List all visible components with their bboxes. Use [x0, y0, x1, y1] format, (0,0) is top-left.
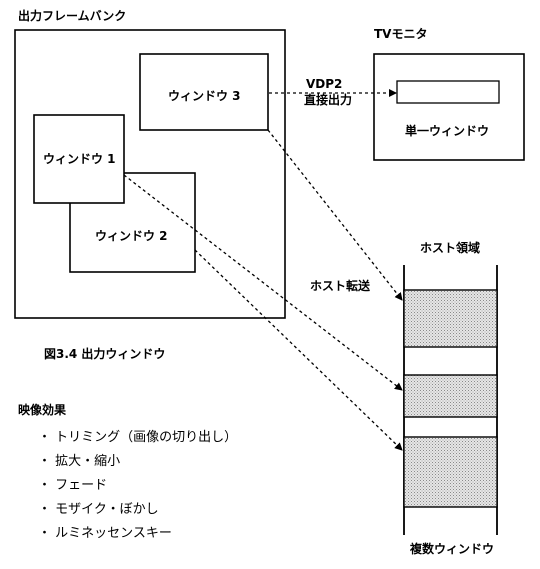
host-block-2 [403, 374, 498, 418]
effect-item: ・ ルミネッセンスキー [38, 526, 172, 541]
window-3-box [139, 53, 269, 131]
multi-window-label: 複数ウィンドウ [409, 541, 494, 556]
transfer-arrow-window-1 [123, 174, 403, 391]
single-window-rect [396, 80, 500, 104]
host-transfer-label: ホスト転送 [310, 278, 371, 293]
transfer-arrow-window-3 [267, 129, 403, 301]
host-block-1 [403, 289, 498, 348]
window-3-label: ウィンドウ 3 [168, 89, 241, 103]
window-1-box [33, 114, 125, 204]
single-window-label: 単一ウィンドウ [405, 123, 489, 138]
effect-item: ・ トリミング（画像の切り出し） [38, 430, 237, 445]
frame-bank-title: 出力フレームバンク [18, 8, 126, 23]
effect-item: ・ フェード [38, 478, 107, 493]
host-block-3 [403, 436, 498, 508]
effects-heading: 映像効果 [18, 402, 66, 417]
direct-output-label: 直接出力 [304, 92, 352, 107]
effect-item: ・ モザイク・ぼかし [38, 502, 159, 517]
effect-item: ・ 拡大・縮小 [38, 453, 120, 469]
vdp2-label: VDP2 [306, 77, 342, 91]
tv-monitor-box [373, 53, 525, 161]
window-1-label: ウィンドウ 1 [43, 152, 116, 166]
tv-monitor-title: TVモニタ [374, 27, 427, 41]
figure-caption: 図3.4 出力ウィンドウ [44, 346, 165, 361]
host-area-label: ホスト領域 [420, 240, 480, 255]
window-2-label: ウィンドウ 2 [95, 229, 168, 243]
transfer-arrow-window-2 [194, 249, 403, 451]
